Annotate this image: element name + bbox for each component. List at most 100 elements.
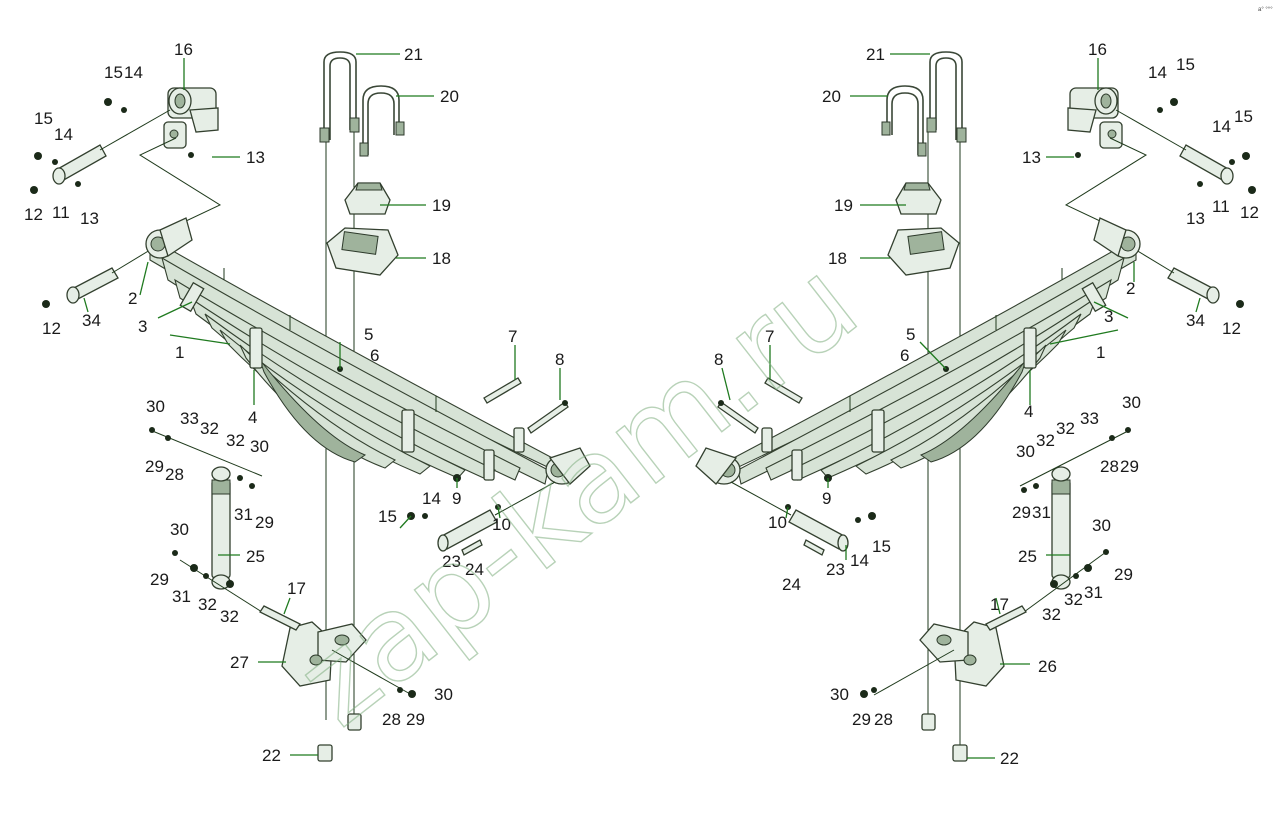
callout-label: 23 <box>826 560 845 579</box>
callout-label: 2 <box>128 289 137 308</box>
callout-label: 32 <box>1056 419 1075 438</box>
callout-label: 5 <box>906 325 915 344</box>
callout-label: 14 <box>850 551 869 570</box>
right-hardware-dots <box>785 98 1256 698</box>
callout-label: 30 <box>830 685 849 704</box>
left-nuts-22 <box>317 713 362 762</box>
left-spring-pad <box>326 227 399 276</box>
callout-label: 29 <box>1012 503 1031 522</box>
callout-label: 12 <box>24 205 43 224</box>
callout-label: 28 <box>874 710 893 729</box>
callout-label: 32 <box>198 595 217 614</box>
callout-label: 14 <box>422 489 441 508</box>
left-callout-labels: 16 15 14 15 14 13 12 11 13 2 12 34 3 1 4… <box>24 40 564 765</box>
callout-label: 1 <box>175 343 184 362</box>
callout-label: 24 <box>465 560 484 579</box>
left-lower-bracket <box>259 605 413 696</box>
callout-label: 19 <box>432 196 451 215</box>
callout-label: 30 <box>1122 393 1141 412</box>
callout-label: 5 <box>364 325 373 344</box>
callout-label: 32 <box>200 419 219 438</box>
callout-label: 16 <box>1088 40 1107 59</box>
callout-label: 6 <box>370 346 379 365</box>
callout-label: 13 <box>1186 209 1205 228</box>
callout-label: 16 <box>174 40 193 59</box>
callout-label: 18 <box>432 249 451 268</box>
callout-label: 11 <box>1212 197 1230 216</box>
right-spring-pad <box>887 227 960 276</box>
callout-label: 7 <box>765 327 774 346</box>
callout-label: 9 <box>822 489 831 508</box>
callout-label: 29 <box>406 710 425 729</box>
callout-label: 32 <box>1036 431 1055 450</box>
callout-label: 29 <box>1114 565 1133 584</box>
callout-label: 14 <box>54 125 73 144</box>
left-leaders <box>83 53 561 756</box>
callout-label: 13 <box>1022 148 1041 167</box>
callout-label: 4 <box>248 408 257 427</box>
callout-label: 7 <box>508 327 517 346</box>
left-bump-stop <box>344 182 391 215</box>
callout-label: 25 <box>246 547 265 566</box>
right-lower-bracket <box>873 605 1027 696</box>
callout-label: 8 <box>555 350 564 369</box>
right-pin-34 <box>1135 249 1220 304</box>
callout-label: 10 <box>768 513 787 532</box>
callout-label: 26 <box>1038 657 1057 676</box>
callout-label: 10 <box>492 515 511 534</box>
callout-label: 15 <box>104 63 123 82</box>
callout-label: 32 <box>1042 605 1061 624</box>
callout-label: 31 <box>234 505 253 524</box>
callout-label: 30 <box>146 397 165 416</box>
left-pin-34 <box>66 249 151 304</box>
callout-label: 24 <box>782 575 801 594</box>
right-leaders <box>721 53 1201 759</box>
callout-label: 8 <box>714 350 723 369</box>
callout-label: 20 <box>822 87 841 106</box>
callout-label: 30 <box>1016 442 1035 461</box>
right-callout-labels: 21 20 16 14 15 19 13 14 15 18 11 13 12 2… <box>714 40 1259 768</box>
callout-label: 33 <box>180 409 199 428</box>
callout-label: 30 <box>1092 516 1111 535</box>
callout-label: 3 <box>1104 307 1113 326</box>
callout-label: 2 <box>1126 279 1135 298</box>
callout-label: 14 <box>1212 117 1231 136</box>
callout-label: 29 <box>1120 457 1139 476</box>
right-pin-11 <box>1115 109 1234 185</box>
callout-label: 31 <box>172 587 191 606</box>
left-hardware-dots <box>30 98 501 698</box>
callout-label: 4 <box>1024 402 1033 421</box>
right-pins-7-8 <box>717 377 803 434</box>
left-pin-11 <box>52 109 171 185</box>
callout-label: 29 <box>145 457 164 476</box>
callout-label: 31 <box>1032 503 1051 522</box>
callout-label: 34 <box>82 311 101 330</box>
callout-label: 33 <box>1080 409 1099 428</box>
callout-label: 12 <box>42 319 61 338</box>
callout-label: 32 <box>226 431 245 450</box>
left-pins-7-8 <box>483 377 569 434</box>
corner-mark: a° °°° <box>1258 7 1273 13</box>
left-leaf-spring <box>145 217 591 485</box>
callout-label: 31 <box>1084 583 1103 602</box>
callout-label: 32 <box>1064 590 1083 609</box>
callout-label: 9 <box>452 489 461 508</box>
callout-label: 21 <box>404 45 423 64</box>
callout-label: 21 <box>866 45 885 64</box>
callout-label: 13 <box>80 209 99 228</box>
right-front-bracket <box>1067 87 1123 149</box>
callout-label: 30 <box>170 520 189 539</box>
right-assembly: 21 20 16 14 15 19 13 14 15 18 11 13 12 2… <box>695 40 1259 768</box>
left-rear-pin <box>437 481 556 556</box>
callout-label: 29 <box>255 513 274 532</box>
callout-label: 17 <box>990 595 1009 614</box>
left-shock-absorber <box>149 429 263 613</box>
left-assembly: 16 15 14 15 14 13 12 11 13 2 12 34 3 1 4… <box>24 40 591 765</box>
callout-label: 28 <box>1100 457 1119 476</box>
callout-label: 25 <box>1018 547 1037 566</box>
callout-label: 15 <box>1176 55 1195 74</box>
left-front-bracket <box>163 87 219 149</box>
callout-label: 15 <box>872 537 891 556</box>
callout-label: 28 <box>165 465 184 484</box>
right-nuts-22 <box>921 713 968 762</box>
